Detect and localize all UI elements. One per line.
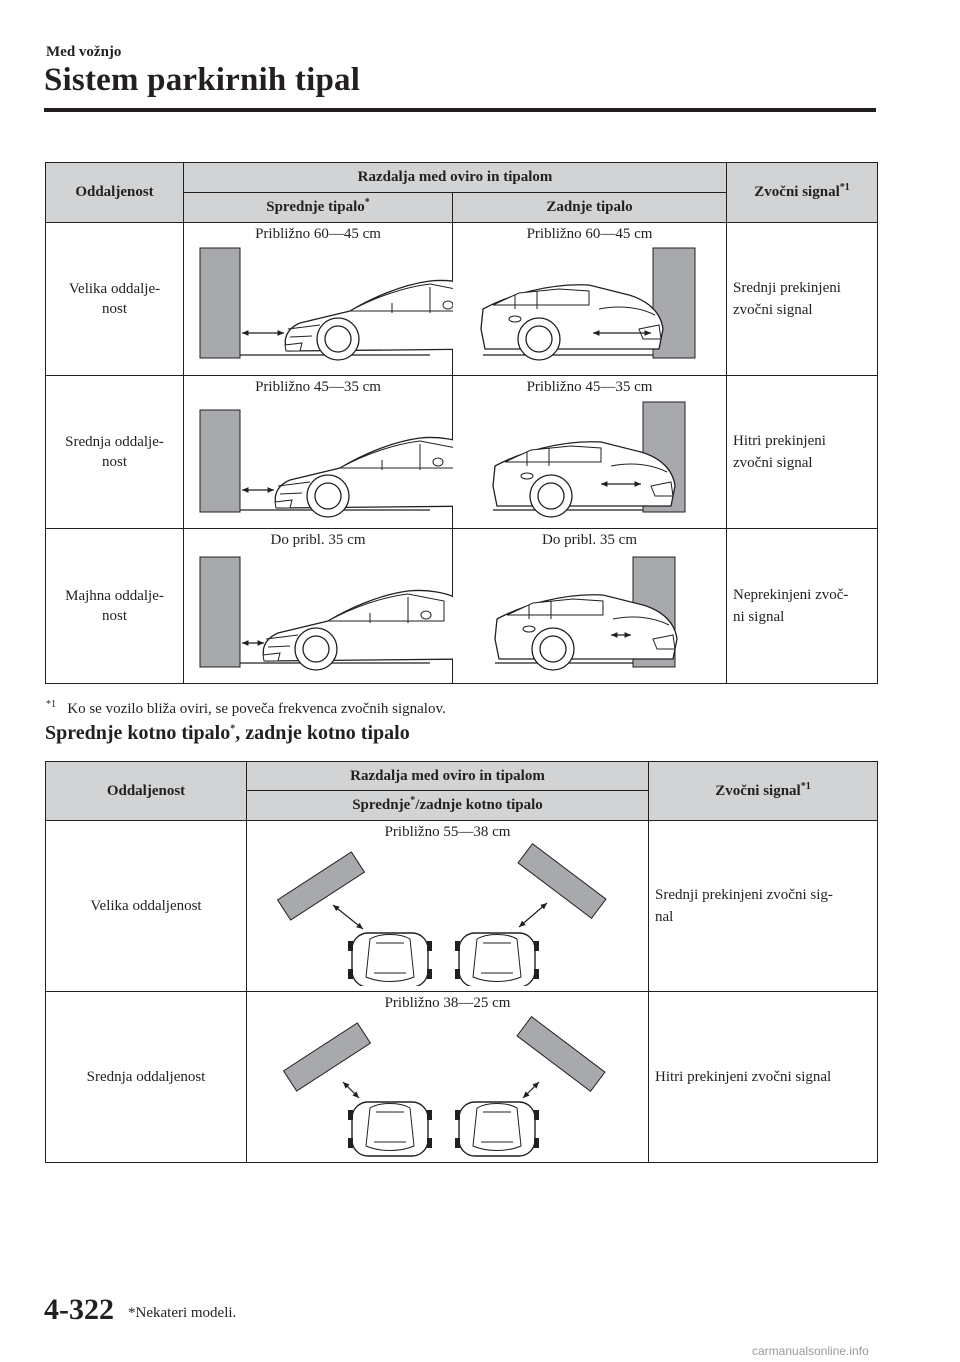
- distance-label: Velika oddalje- nost: [68, 281, 161, 317]
- signal-label: Hitri prekinjeni zvočni signal: [655, 1069, 832, 1085]
- model-note-mark: *: [364, 197, 370, 208]
- rear-range-label: Do pribl. 35 cm: [542, 532, 637, 548]
- corner-sensor-cell: Približno 55―38 cm: [246, 820, 649, 992]
- distance-cell: Velika oddaljenost: [45, 820, 247, 992]
- header-signal: Zvočni signal*1: [648, 761, 878, 821]
- footnote-mark: *1: [839, 182, 850, 193]
- table-row: Srednja oddaljenost Približno 38―25 cm H…: [45, 991, 878, 1163]
- corner-sensor-cell: Približno 38―25 cm: [246, 991, 649, 1163]
- header-front-sensor: Sprednje tipalo*: [183, 192, 453, 223]
- header-sensor-part-b: /zadnje kotno tipalo: [415, 797, 543, 813]
- corner-sensor-table: Oddaljenost Razdalja med oviro in tipalo…: [45, 761, 878, 1163]
- rear-range-label: Približno 60―45 cm: [526, 226, 653, 242]
- rear-car-illustration: [492, 401, 686, 518]
- front-sensor-cell: Približno 60―45 cm: [183, 222, 495, 376]
- header-signal-label: Zvočni signal: [715, 782, 801, 799]
- front-range-label: Približno 45―35 cm: [255, 379, 381, 395]
- distance-cell: Srednja oddalje- nost: [45, 375, 184, 529]
- sensor-distance-table: Oddaljenost Razdalja med oviro in tipalo…: [45, 162, 879, 684]
- distance-cell: Srednja oddaljenost: [45, 991, 247, 1163]
- header-signal-label: Zvočni signal: [754, 184, 840, 200]
- table-row: Velika oddaljenost Približno 55―38 cm Sr…: [45, 820, 878, 992]
- section-heading: Sprednje kotno tipalo*, zadnje kotno tip…: [45, 722, 410, 745]
- header-corner-sensor: Sprednje*/zadnje kotno tipalo: [246, 790, 649, 821]
- corner-car-illustration: [282, 1016, 606, 1157]
- table-row: Velika oddalje- nost Približno 60―45 cm …: [45, 222, 879, 376]
- header-range: Razdalja med oviro in tipalom: [182, 162, 728, 193]
- distance-label: Srednja oddalje- nost: [65, 434, 164, 470]
- signal-cell: Hitri prekinjeni zvočni signal: [648, 991, 878, 1163]
- front-range-label: Do pribl. 35 cm: [270, 532, 366, 548]
- front-car-illustration: [199, 247, 495, 361]
- header-distance: Oddaljenost: [45, 761, 247, 821]
- signal-label: Hitri prekinjeni zvočni signal: [733, 433, 826, 471]
- section-heading-part-a: Sprednje kotno tipalo: [45, 722, 231, 744]
- signal-cell: Hitri prekinjeni zvočni signal: [726, 375, 879, 529]
- signal-cell: Srednji prekinjeni zvočni sig- nal: [648, 820, 878, 992]
- table-row: Majhna oddalje- nost Do pribl. 35 cm Do …: [45, 528, 879, 684]
- rear-range-label: Približno 45―35 cm: [526, 379, 653, 395]
- header-rear-sensor: Zadnje tipalo: [451, 192, 728, 223]
- front-sensor-cell: Do pribl. 35 cm: [183, 528, 473, 684]
- table-row: Srednja oddalje- nost Približno 45―35 cm…: [45, 375, 879, 529]
- distance-cell: Velika oddalje- nost: [45, 222, 184, 376]
- table-header-row: Oddaljenost Razdalja med oviro in tipalo…: [45, 761, 878, 821]
- table-header-row: Oddaljenost Razdalja med oviro in tipalo…: [45, 162, 879, 223]
- model-footnote: *Nekateri modeli.: [128, 1305, 237, 1321]
- front-car-illustration: [199, 556, 473, 671]
- header-signal: Zvočni signal*1: [726, 162, 879, 223]
- signal-cell: Srednji prekinjeni zvočni signal: [726, 222, 879, 376]
- watermark: carmanualsonline.info: [752, 1344, 869, 1358]
- footnote-mark: *1: [46, 699, 56, 710]
- footnote-text: Ko se vozilo bliža oviri, se poveča frek…: [67, 701, 446, 717]
- model-note-mark: *: [410, 795, 416, 806]
- front-car-illustration: [199, 409, 485, 518]
- table-subheader-row: Sprednje*/zadnje kotno tipalo: [46, 790, 878, 821]
- page-number: 4-322: [44, 1293, 114, 1326]
- signal-label: Srednji prekinjeni zvočni signal: [733, 280, 841, 318]
- range-label: Približno 38―25 cm: [384, 995, 511, 1011]
- rear-sensor-cell: Približno 60―45 cm: [451, 222, 728, 376]
- section-heading-part-b: , zadnje kotno tipalo: [235, 722, 410, 744]
- table-subheader-row: Sprednje tipalo* Zadnje tipalo: [46, 192, 878, 223]
- rear-sensor-cell: Približno 45―35 cm: [451, 375, 728, 529]
- range-label: Približno 55―38 cm: [384, 824, 511, 840]
- page-title: Sistem parkirnih tipal: [44, 62, 361, 98]
- distance-label: Majhna oddalje- nost: [65, 588, 164, 624]
- distance-cell: Majhna oddalje- nost: [45, 528, 184, 684]
- corner-car-illustration: [276, 843, 607, 988]
- rear-car-illustration: [494, 556, 678, 671]
- header-distance: Oddaljenost: [45, 162, 184, 223]
- footnote-mark: *1: [800, 780, 811, 792]
- rear-sensor-cell: Do pribl. 35 cm: [451, 528, 728, 684]
- signal-label: Neprekinjeni zvoč- ni signal: [733, 587, 849, 625]
- front-range-label: Približno 60―45 cm: [255, 226, 381, 242]
- header-range: Razdalja med oviro in tipalom: [246, 761, 649, 791]
- signal-label: Srednji prekinjeni zvočni sig- nal: [655, 887, 833, 925]
- header-sensor-part-a: Sprednje: [352, 797, 411, 813]
- signal-cell: Neprekinjeni zvoč- ni signal: [726, 528, 879, 684]
- header-front-label: Sprednje tipalo: [266, 199, 365, 215]
- footnote: *1 Ko se vozilo bliža oviri, se poveča f…: [46, 699, 446, 718]
- title-divider: [44, 108, 876, 112]
- section-label: Med vožnjo: [46, 44, 122, 60]
- front-sensor-cell: Približno 45―35 cm: [183, 375, 485, 529]
- model-note-mark: *: [230, 723, 236, 735]
- rear-car-illustration: [480, 247, 696, 361]
